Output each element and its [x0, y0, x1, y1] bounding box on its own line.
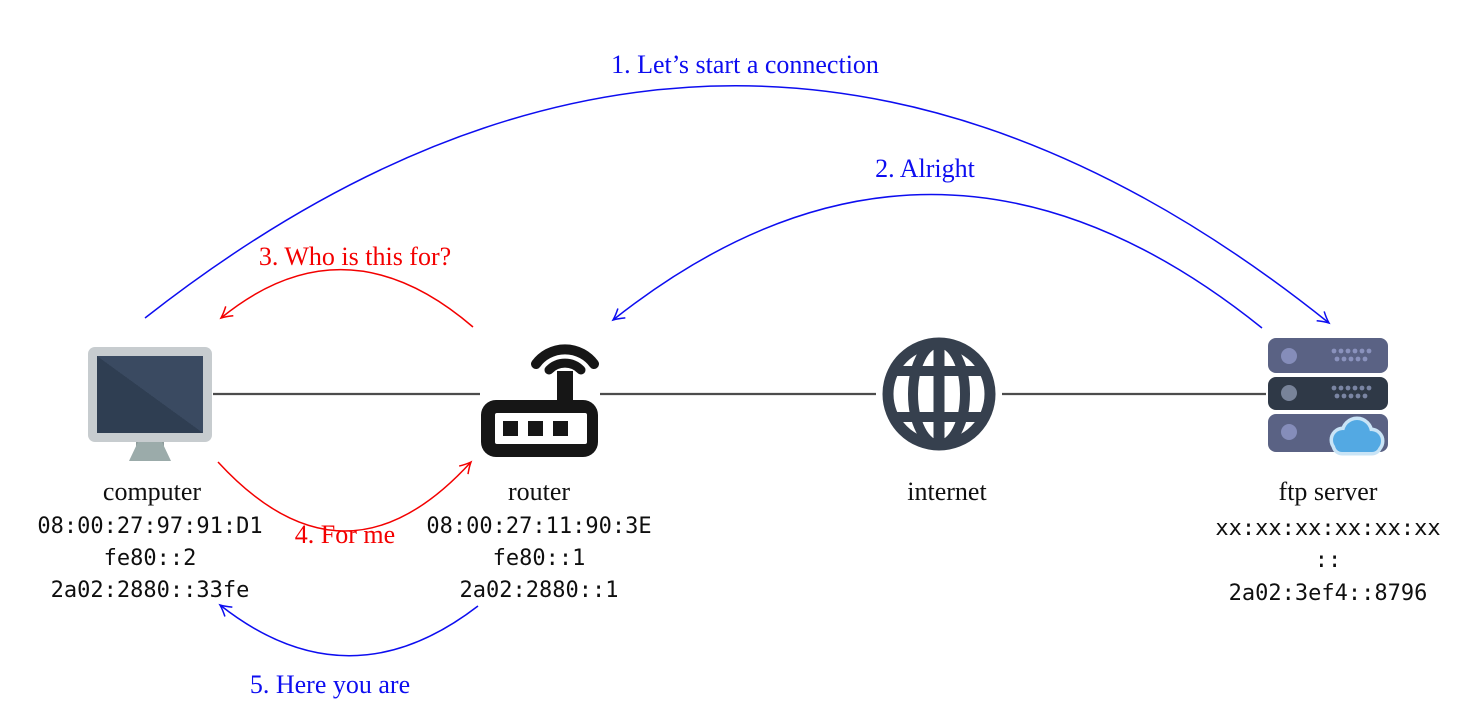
message-1-arc: [144, 85, 1331, 325]
computer-ipv6-global: 2a02:2880::33fe: [51, 578, 250, 603]
wifi-outer-arc-icon: [531, 344, 599, 369]
message-5-label: 5. Here you are: [250, 670, 410, 699]
server-icon: [1268, 338, 1388, 456]
ftp-server-label: ftp server: [1279, 477, 1378, 506]
ftp-server-ipv6-link-local: ::: [1315, 548, 1342, 573]
message-4-label: 4. For me: [295, 520, 395, 549]
server-led-2: [1281, 385, 1297, 401]
router-port-1: [503, 421, 518, 436]
wifi-inner-arc-icon: [544, 358, 586, 375]
server-led-3: [1281, 424, 1297, 440]
router-port-2: [528, 421, 543, 436]
ftp-server-ipv6-global: 2a02:3ef4::8796: [1229, 581, 1428, 606]
server-vents-1: [1331, 348, 1372, 362]
server-unit-1: [1268, 338, 1388, 373]
computer-label: computer: [103, 477, 202, 506]
message-1-label: 1. Let’s start a connection: [611, 50, 879, 79]
message-5-arc: [218, 603, 479, 657]
server-vents-2: [1331, 385, 1372, 399]
router-port-3: [553, 421, 568, 436]
ftp-server-mac: xx:xx:xx:xx:xx:xx: [1215, 516, 1440, 541]
server-led-1: [1281, 348, 1297, 364]
router-ipv6-global: 2a02:2880::1: [460, 578, 619, 603]
router-ipv6-link-local: fe80::1: [493, 546, 586, 571]
internet-label: internet: [907, 477, 987, 506]
computer-mac: 08:00:27:97:91:D1: [37, 514, 262, 539]
router-icon: [481, 344, 599, 457]
message-4-arc: [217, 460, 473, 532]
message-3-label: 3. Who is this for?: [259, 242, 451, 271]
server-unit-2: [1268, 377, 1388, 410]
message-2-label: 2. Alright: [875, 154, 975, 183]
message-2-arc: [611, 193, 1263, 329]
router-antenna: [557, 371, 573, 405]
router-label: router: [508, 477, 570, 506]
computer-icon: [88, 347, 212, 461]
message-3-arc: [219, 269, 474, 328]
cloud-icon: [1329, 416, 1385, 456]
globe-icon: [882, 337, 996, 451]
router-mac: 08:00:27:11:90:3E: [426, 514, 651, 539]
monitor-screen: [97, 356, 203, 433]
computer-ipv6-link-local: fe80::2: [104, 546, 197, 571]
monitor-stand: [129, 442, 171, 461]
